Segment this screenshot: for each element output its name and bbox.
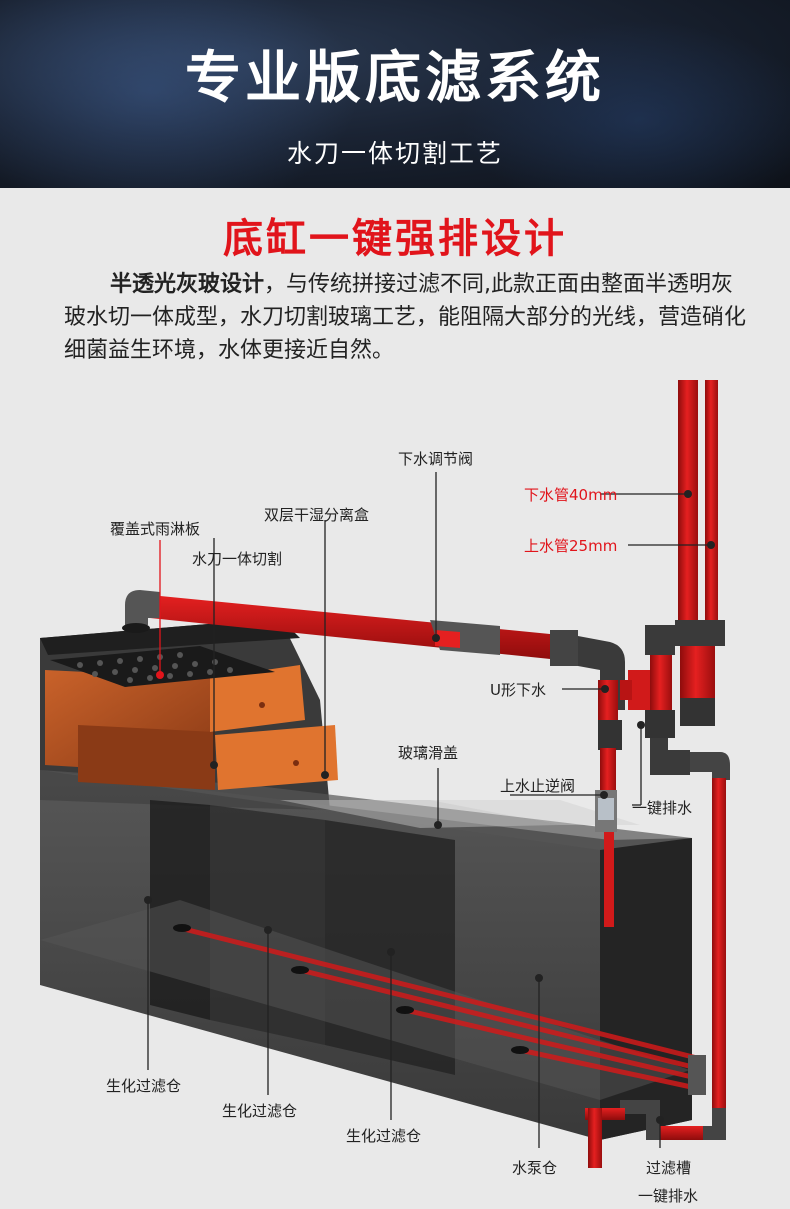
label-bio-chamber-1: 生化过滤仓 bbox=[106, 1077, 182, 1095]
label-down-pipe: 下水管40mm bbox=[524, 486, 618, 504]
label-drain-valve: 下水调节阀 bbox=[398, 450, 474, 468]
label-up-pipe: 上水管25mm bbox=[524, 537, 618, 555]
drip-plate bbox=[50, 646, 275, 687]
label-check-valve: 上水止逆阀 bbox=[500, 777, 576, 795]
filter-diagram: 下水调节阀 覆盖式雨淋板 双层干湿分离盒 水刀一体切割 下水管40mm 上水管2… bbox=[0, 345, 790, 1209]
leader-lines bbox=[147, 472, 711, 1148]
glass-sliding-lid bbox=[280, 800, 560, 828]
label-glass-lid: 玻璃滑盖 bbox=[398, 744, 459, 762]
label-filter-tank: 过滤槽 bbox=[646, 1159, 692, 1177]
label-one-key-drain: 一键排水 bbox=[632, 799, 693, 817]
description-lead: 半透光灰玻设计 bbox=[110, 272, 265, 297]
label-u-drain: U形下水 bbox=[490, 681, 546, 699]
label-waterjet-cut: 水刀一体切割 bbox=[192, 550, 283, 568]
label-filter-drain: 一键排水 bbox=[638, 1187, 699, 1205]
external-drain-pipe bbox=[712, 778, 726, 1108]
label-dry-wet-box: 双层干湿分离盒 bbox=[264, 506, 370, 524]
hero-banner: 专业版底滤系统 水刀一体切割工艺 bbox=[0, 0, 790, 188]
section-title: 底缸一键强排设计 bbox=[223, 216, 567, 262]
union-fitting bbox=[550, 630, 578, 666]
drawer-upper bbox=[210, 665, 305, 732]
label-bio-chamber-3: 生化过滤仓 bbox=[346, 1127, 422, 1145]
up-pipe-25mm bbox=[705, 345, 718, 625]
description-body: ，与传统拼接过滤不同,此款正面由整面半透明灰玻水切一体成型，水刀切割玻璃工艺，能… bbox=[64, 272, 747, 363]
page-subtitle: 水刀一体切割工艺 bbox=[286, 139, 503, 168]
inlet-elbow bbox=[125, 590, 160, 625]
hero-glow-right bbox=[460, 20, 790, 188]
drawer-lower bbox=[215, 725, 338, 790]
section-description: 半透光灰玻设计，与传统拼接过滤不同,此款正面由整面半透明灰玻水切一体成型，水刀切… bbox=[64, 268, 754, 367]
down-pipe-40mm bbox=[678, 370, 698, 625]
sump-illustration bbox=[40, 345, 730, 1168]
label-drip-plate: 覆盖式雨淋板 bbox=[110, 520, 201, 538]
page-title: 专业版底滤系统 bbox=[185, 46, 605, 111]
label-bio-chamber-2: 生化过滤仓 bbox=[222, 1102, 298, 1120]
label-pump-chamber: 水泵仓 bbox=[512, 1159, 558, 1177]
hero-glow bbox=[0, 0, 360, 188]
